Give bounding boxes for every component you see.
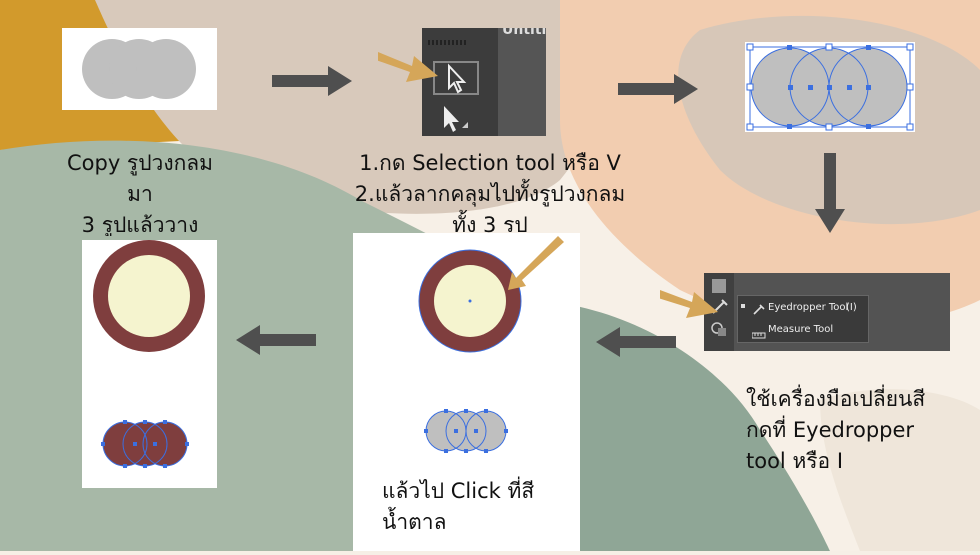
three-gray-circles: [62, 28, 217, 110]
tool-menu-screenshot: Eyedropper Tool (I) Measure Tool: [704, 273, 950, 351]
ruler-icon: [752, 326, 766, 345]
result-illustration: [82, 240, 217, 488]
step5-line2: น้ำตาล: [382, 507, 572, 538]
menu-item-eyedropper[interactable]: Eyedropper Tool (I): [738, 300, 868, 318]
active-bullet: [741, 304, 745, 308]
flow-arrow-left-2: [236, 325, 316, 355]
flow-arrow-left-1: [596, 327, 676, 357]
step6-result-image: [82, 240, 217, 488]
step1-line1: Copy รูปวงกลม: [40, 148, 240, 179]
flow-arrow-down: [815, 153, 845, 233]
pointer-arrow-brown-ring: [500, 232, 564, 292]
flow-arrow-right-1: [272, 66, 352, 96]
step3-image: [745, 42, 915, 132]
menu-item-eyedropper-label: Eyedropper Tool: [768, 302, 848, 313]
step1-image: [62, 28, 217, 110]
step4-caption: ใช้เครื่องมือเปลี่ยนสี กดที่ Eyedropper …: [746, 384, 976, 477]
step2-line2: 2.แล้วลากคลุมไปทั้งรูปวงกลม: [330, 179, 650, 210]
step5-caption: แล้วไป Click ที่สี น้ำตาล: [382, 476, 572, 538]
step5-line1: แล้วไป Click ที่สี: [382, 476, 572, 507]
step4-line1: ใช้เครื่องมือเปลี่ยนสี: [746, 384, 976, 415]
step1-line2: มา: [40, 179, 240, 210]
eyedropper-icon: [752, 301, 766, 320]
step2-caption: 1.กด Selection tool หรือ V 2.แล้วลากคลุม…: [330, 148, 650, 236]
toolbar-title-fragment: Untitl: [502, 28, 546, 38]
flow-arrow-right-2: [618, 74, 698, 104]
pointer-arrow-selection: [378, 40, 440, 82]
step1-line3: 3 รูปแล้ววาง: [40, 210, 240, 236]
menu-item-eyedropper-shortcut: (I): [846, 302, 857, 313]
pointer-arrow-eyedropper: [660, 280, 720, 318]
menu-item-measure[interactable]: Measure Tool: [738, 322, 868, 340]
step4-line3: tool หรือ I: [746, 446, 976, 477]
toolbar-fragment: Untitl: [422, 28, 546, 136]
step2-line1: 1.กด Selection tool หรือ V: [330, 148, 650, 179]
selection-tool-toolbar: [422, 28, 546, 136]
tool-flyout-menu: Eyedropper Tool (I) Measure Tool: [737, 295, 869, 343]
selected-circles: [745, 42, 915, 132]
step1-caption: Copy รูปวงกลม มา 3 รูปแล้ววาง: [40, 148, 240, 236]
step4-line2: กดที่ Eyedropper: [746, 415, 976, 446]
menu-item-measure-label: Measure Tool: [768, 324, 833, 335]
